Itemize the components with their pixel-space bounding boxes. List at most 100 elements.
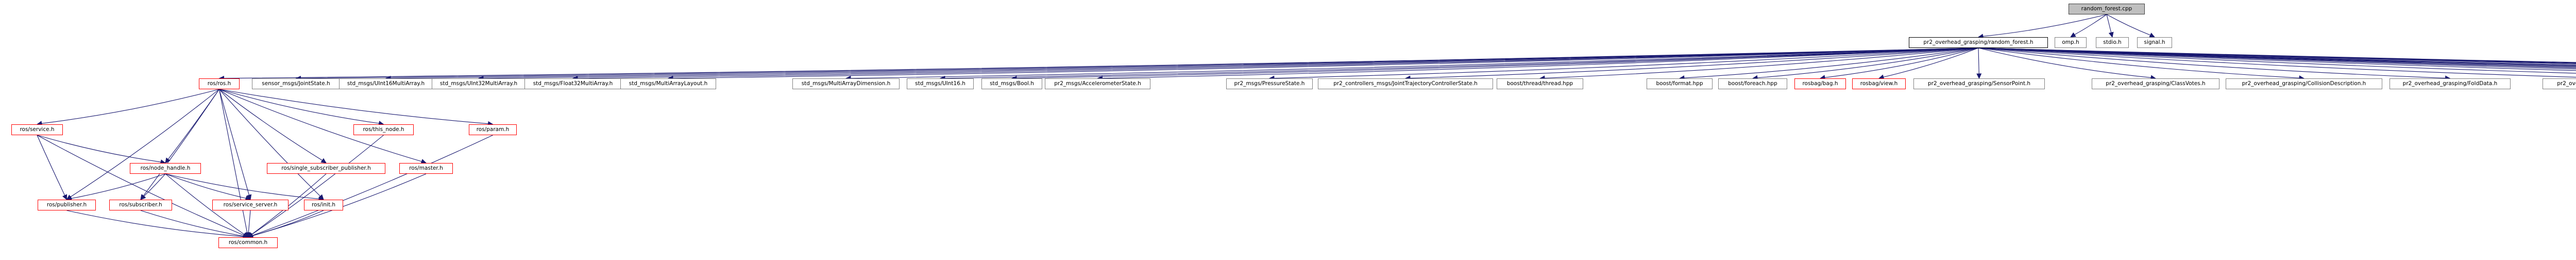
graph-node[interactable]: pr2_overhead_grasping/random_forest.h [1909, 37, 2048, 48]
graph-edge [944, 47, 1979, 79]
graph-node[interactable]: pr2_msgs/PressureState.h [1226, 78, 1313, 89]
graph-edge [1982, 14, 2107, 37]
graph-node[interactable]: ros/master.h [399, 163, 453, 174]
graph-edge-arrowhead [246, 232, 251, 238]
graph-node-label: pr2_overhead_grasping/random_forest.h [1923, 39, 2033, 46]
graph-edge-arrowhead [165, 157, 171, 164]
graph-node[interactable]: random_forest.cpp [2069, 4, 2145, 14]
graph-node[interactable]: ros/this_node.h [353, 124, 414, 135]
graph-node-label: ros/single_subscriber_publisher.h [281, 165, 371, 172]
graph-node[interactable]: sensor_msgs/JointState.h [252, 78, 340, 89]
graph-node[interactable]: pr2_overhead_grasping/ClassVotes.h [2092, 78, 2219, 89]
graph-node-label: pr2_overhead_grasping/CollisionDescripti… [2242, 80, 2366, 87]
graph-edge-arrowhead [242, 232, 249, 238]
graph-edge [1978, 47, 2446, 78]
graph-edge [2106, 14, 2112, 33]
graph-edge [1978, 47, 2576, 64]
graph-node[interactable]: std_msgs/Float32MultiArray.h [524, 78, 621, 89]
graph-node[interactable]: std_msgs/UInt16MultiArray.h [339, 78, 433, 89]
graph-node-label: boost/format.hpp [1656, 80, 1703, 87]
graph-edge-arrowhead [62, 194, 67, 201]
graph-node-label: stdio.h [2103, 39, 2122, 46]
graph-node-label: rosbag/bag.h [1802, 80, 1838, 87]
graph-node-label: ros/node_handle.h [140, 165, 191, 172]
graph-node[interactable]: rosbag/bag.h [1794, 78, 1846, 89]
graph-node-label: std_msgs/Bool.h [990, 80, 1034, 87]
graph-node[interactable]: pr2_overhead_grasping/FoldData.h [2389, 78, 2511, 89]
graph-node-label: ros/param.h [476, 126, 510, 133]
graph-node[interactable]: ros/node_handle.h [130, 163, 201, 174]
graph-node[interactable]: boost/thread/thread.hpp [1497, 78, 1583, 89]
graph-edge-arrowhead [1976, 73, 1982, 79]
graph-node[interactable]: std_msgs/MultiArrayDimension.h [792, 78, 900, 89]
graph-node[interactable]: pr2_msgs/AccelerometerState.h [1045, 78, 1150, 89]
graph-node[interactable]: pr2_controllers_msgs/JointTrajectoryCont… [1318, 78, 1493, 89]
graph-edge-arrowhead [2149, 32, 2156, 38]
graph-edge [1978, 47, 2576, 71]
graph-edge [1684, 47, 1979, 78]
graph-edge [219, 89, 379, 124]
graph-node[interactable]: signal.h [2137, 37, 2172, 48]
graph-node[interactable]: rosbag/view.h [1852, 78, 1906, 89]
graph-node[interactable]: ros/subscriber.h [109, 200, 172, 210]
graph-edge [672, 47, 1979, 79]
graph-node-label: std_msgs/MultiArrayLayout.h [629, 80, 708, 87]
graph-edge [252, 135, 493, 236]
graph-node-label: ros/service_server.h [223, 202, 278, 208]
graph-edge-arrowhead [247, 232, 254, 238]
graph-edge [1978, 47, 2300, 78]
graph-edge [1410, 47, 1979, 79]
graph-node[interactable]: ros/single_subscriber_publisher.h [267, 163, 385, 174]
graph-node[interactable]: std_msgs/Bool.h [981, 78, 1042, 89]
graph-node[interactable]: pr2_overhead_grasping/CollisionDescripti… [2226, 78, 2382, 89]
graph-node[interactable]: ros/init.h [304, 200, 343, 210]
graph-edge-arrowhead [246, 194, 252, 201]
graph-node[interactable]: std_msgs/UInt32MultiArray.h [432, 78, 526, 89]
graph-node[interactable]: ros/service.h [11, 124, 63, 135]
graph-edge [167, 89, 219, 160]
graph-edge-arrowhead [2108, 31, 2114, 38]
graph-node[interactable]: ros/param.h [469, 124, 517, 135]
graph-node-label: boost/thread/thread.hpp [1506, 80, 1573, 87]
graph-edge-arrowhead [2070, 32, 2076, 38]
graph-node[interactable]: boost/foreach.hpp [1718, 78, 1787, 89]
graph-node[interactable]: ros/ros.h [199, 78, 240, 89]
graph-node-label: ros/ros.h [207, 80, 231, 87]
graph-node-label: random_forest.cpp [2081, 6, 2132, 12]
graph-edge-arrowhead [140, 194, 146, 200]
graph-edge [1978, 47, 2576, 66]
graph-node[interactable]: std_msgs/MultiArrayLayout.h [620, 78, 716, 89]
graph-node-label: ros/common.h [228, 239, 268, 246]
graph-node[interactable]: std_msgs/UInt16.h [907, 78, 974, 89]
graph-edge [219, 89, 323, 161]
graph-edge [165, 173, 319, 200]
graph-edge-arrowhead [320, 158, 327, 164]
graph-node-label: omp.h [2062, 39, 2079, 46]
graph-node-label: rosbag/view.h [1860, 80, 1898, 87]
graph-node[interactable]: ros/service_server.h [212, 200, 289, 210]
graph-edge [2106, 14, 2151, 36]
graph-edge [252, 210, 324, 236]
graph-edge [300, 47, 1979, 79]
graph-edge [143, 173, 166, 197]
graph-node-label: pr2_overhead_grasping/SensorPoint.h [1928, 80, 2030, 87]
graph-node-label: ros/subscriber.h [119, 202, 162, 208]
graph-node[interactable]: stdio.h [2096, 37, 2129, 48]
graph-edge [1978, 47, 2576, 63]
graph-edge [850, 47, 1979, 79]
graph-edge [71, 173, 166, 199]
graph-edge [37, 135, 161, 163]
graph-node[interactable]: omp.h [2055, 37, 2087, 48]
graph-node-label: pr2_overhead_grasping/FoldData.h [2402, 80, 2498, 87]
graph-node[interactable]: boost/format.hpp [1647, 78, 1713, 89]
graph-node[interactable]: ros/publisher.h [38, 200, 96, 210]
graph-edge [1016, 47, 1979, 79]
graph-edge [1978, 47, 2576, 64]
graph-node-label: pr2_msgs/AccelerometerState.h [1054, 80, 1141, 87]
graph-node[interactable]: pr2_overhead_grasping/SensorPoint.h [1913, 78, 2045, 89]
graph-edge [1978, 47, 2576, 67]
graph-node[interactable]: ros/common.h [218, 237, 278, 248]
graph-node[interactable]: pr2_overhead_grasping/RandomTreeMsg.h [2543, 78, 2576, 89]
graph-edge [1824, 47, 1979, 78]
